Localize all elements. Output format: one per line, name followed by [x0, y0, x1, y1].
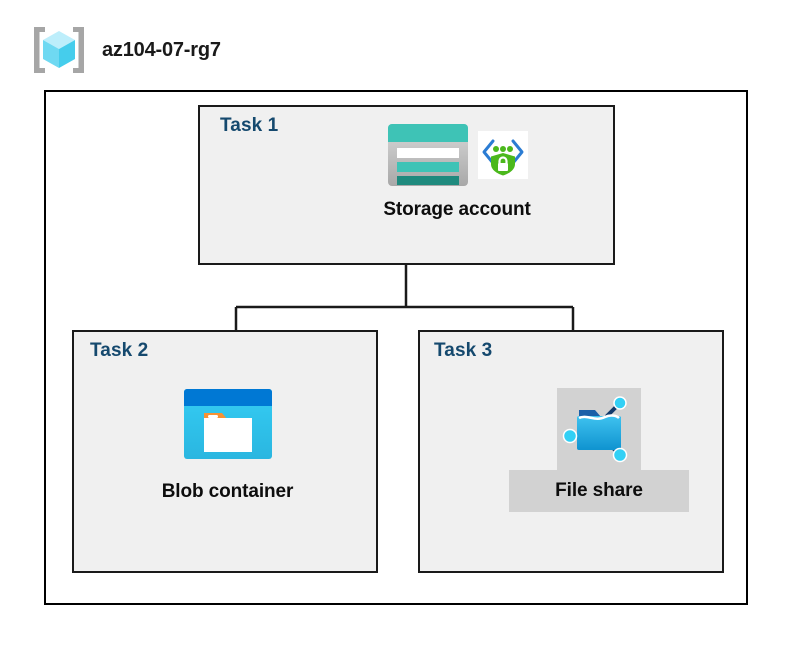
task-3-label: Task 3	[434, 340, 493, 361]
page-title: az104-07-rg7	[102, 38, 221, 61]
blob-container-icon	[183, 389, 272, 459]
task-1-label: Task 1	[220, 115, 279, 136]
storage-account-caption: Storage account	[383, 199, 531, 220]
task-3-box: Task 3	[418, 330, 724, 573]
node-blob-container[interactable]: Blob container	[120, 387, 335, 503]
file-share-selection-highlight	[557, 388, 641, 470]
file-share-icon	[562, 396, 628, 463]
task-2-box: Task 2 Blob container	[72, 330, 378, 573]
file-share-caption: File share	[555, 480, 643, 501]
blob-container-caption: Blob container	[161, 481, 294, 502]
node-file-share[interactable]: File share	[508, 388, 690, 512]
file-share-caption-highlight: File share	[509, 470, 689, 512]
storage-icon-row	[386, 120, 528, 190]
task-1-box: Task 1	[198, 105, 615, 265]
task-2-label: Task 2	[90, 340, 149, 361]
node-storage-account[interactable]: Storage account	[347, 120, 567, 221]
storage-account-icon	[388, 124, 468, 186]
secure-endpoint-icon	[478, 131, 528, 179]
resource-group-header: az104-07-rg7	[30, 24, 221, 76]
resource-group-icon	[34, 27, 84, 73]
